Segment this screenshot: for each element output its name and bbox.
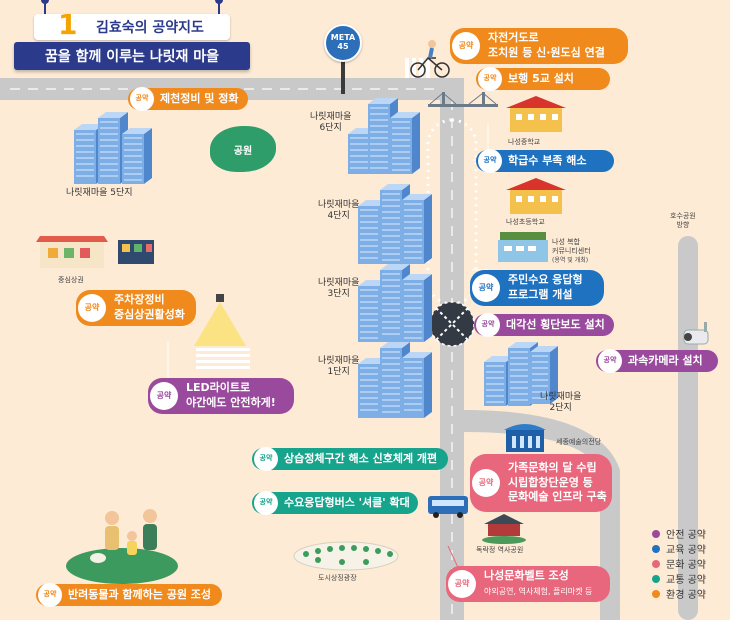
- pledge-bridge[interactable]: 공약 보행 5교 설치: [476, 67, 610, 91]
- pledge-badge: 공약: [78, 294, 106, 322]
- legend-item-environment: 환경 공약: [652, 586, 706, 601]
- pledge-demand-bus[interactable]: 공약 수요응답형버스 '셔클' 확대: [252, 491, 418, 515]
- pledge-badge: 공약: [478, 67, 502, 91]
- sign-line2: 45: [337, 42, 349, 51]
- park-label: 공원: [233, 145, 253, 157]
- pledge-stream-cleanup[interactable]: 공약 제천정비 및 정화: [128, 87, 248, 111]
- pledge-badge: 공약: [472, 274, 500, 302]
- cctv-icon: [683, 322, 709, 345]
- pledge-badge: 공약: [130, 87, 154, 111]
- pledge-badge: 공약: [448, 570, 476, 598]
- square-trees: [303, 545, 393, 565]
- led-light-icon: [194, 294, 250, 369]
- bridge-icon: [428, 92, 498, 107]
- middle-school-label: 나성중학교: [508, 138, 541, 146]
- legend-item-education: 교육 공약: [652, 541, 706, 556]
- pledge-badge: 공약: [254, 447, 278, 471]
- pledge-badge: 공약: [472, 469, 500, 497]
- elementary-school-label: 나성초등학교: [506, 218, 545, 226]
- pledge-diagonal-crosswalk[interactable]: 공약 대각선 횡단보도 설치: [474, 313, 614, 337]
- bicycle-icon: [410, 40, 450, 78]
- title-bar: 꿈을 함께 이루는 나릿재 마을: [14, 42, 250, 70]
- pledge-pet-park[interactable]: 공약 반려동물과 함께하는 공원 조성: [36, 583, 222, 607]
- pledge-badge: 공약: [598, 349, 622, 373]
- crosswalk-top: [405, 58, 430, 78]
- pledge-badge: 공약: [476, 313, 500, 337]
- history-park-label: 독락정 역사공원: [476, 546, 524, 554]
- legend-item-safety: 안전 공약: [652, 526, 706, 541]
- legend-item-traffic: 교통 공약: [652, 571, 706, 586]
- arts-center-icon: [504, 424, 546, 452]
- pledge-badge: 공약: [38, 583, 62, 607]
- apt1-tower-3: [402, 352, 432, 418]
- pledge-badge: 공약: [452, 32, 480, 60]
- apt5-tower-3: [122, 128, 152, 184]
- title-line1: 김효숙의 공약지도: [96, 20, 204, 36]
- arts-center-label: 세종예술의전당: [556, 438, 602, 446]
- sign-pole: [341, 60, 345, 94]
- pavilion-icon: [482, 514, 526, 544]
- main-road: [440, 78, 464, 620]
- apt2-tower-3: [530, 346, 558, 404]
- apt5-label: 나릿재마을 5단지: [66, 188, 133, 198]
- pledge-school-classes[interactable]: 공약 학급수 부족 해소: [476, 149, 614, 173]
- pledge-speed-camera[interactable]: 공약 과속카메라 설치: [596, 349, 718, 373]
- legend-item-culture: 문화 공약: [652, 556, 706, 571]
- legend: 안전 공약 교육 공약 문화 공약 교통 공약 환경 공약: [652, 526, 706, 601]
- apt3-tower-3: [402, 274, 432, 342]
- middle-school-icon: [506, 96, 566, 132]
- pledge-badge: 공약: [478, 149, 502, 173]
- title-number: 1: [58, 8, 78, 41]
- park: 공원: [210, 126, 276, 172]
- bus-icon: [428, 496, 468, 518]
- title-hanger-right: [215, 0, 223, 16]
- title-top-plate: 김효숙의 공약지도: [34, 14, 230, 40]
- pledge-badge: 공약: [254, 491, 278, 515]
- title-hanger-left: [41, 0, 49, 16]
- apt4-tower-3: [402, 194, 432, 264]
- family-icon: [90, 509, 157, 563]
- pledge-badge: 공약: [150, 382, 178, 410]
- apt6-tower-3: [390, 112, 420, 174]
- square-label: 도시상징광장: [318, 574, 357, 582]
- pledge-traffic-signal[interactable]: 공약 상습정체구간 해소 신호체계 개편: [252, 447, 448, 471]
- title-line2: 꿈을 함께 이루는 나릿재 마을: [44, 49, 220, 65]
- map-title: 김효숙의 공약지도 1 꿈을 함께 이루는 나릿재 마을: [14, 0, 250, 70]
- market-stalls-icon: [36, 236, 154, 268]
- market-label: 중심상권: [58, 276, 84, 284]
- elementary-school-icon: [506, 178, 566, 214]
- community-center-icon: [498, 232, 548, 262]
- sign-line1: META: [330, 33, 356, 43]
